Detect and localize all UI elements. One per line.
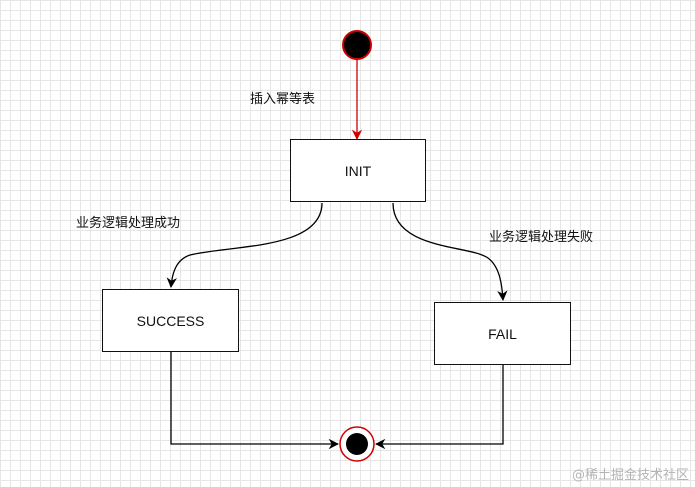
state-init-label: INIT: [344, 162, 372, 179]
state-success-label: SUCCESS: [136, 312, 205, 329]
edge-fail-to-end: [374, 365, 504, 450]
end-node-core: [346, 433, 368, 455]
edge-init-to-fail: [392, 202, 508, 302]
edge-init-to-success: [166, 202, 323, 289]
state-fail-label: FAIL: [488, 325, 517, 342]
start-node: [342, 30, 372, 60]
edge-label-init-to-success: 业务逻辑处理成功: [76, 216, 181, 231]
edge-success-to-end: [170, 352, 340, 450]
state-success[interactable]: SUCCESS: [102, 289, 239, 352]
watermark: @稀土掘金技术社区: [571, 468, 689, 483]
state-init[interactable]: INIT: [290, 139, 426, 202]
state-fail[interactable]: FAIL: [434, 302, 571, 365]
edge-label-start-to-init: 插入幂等表: [250, 92, 316, 107]
edge-label-init-to-fail: 业务逻辑处理失败: [489, 230, 594, 245]
